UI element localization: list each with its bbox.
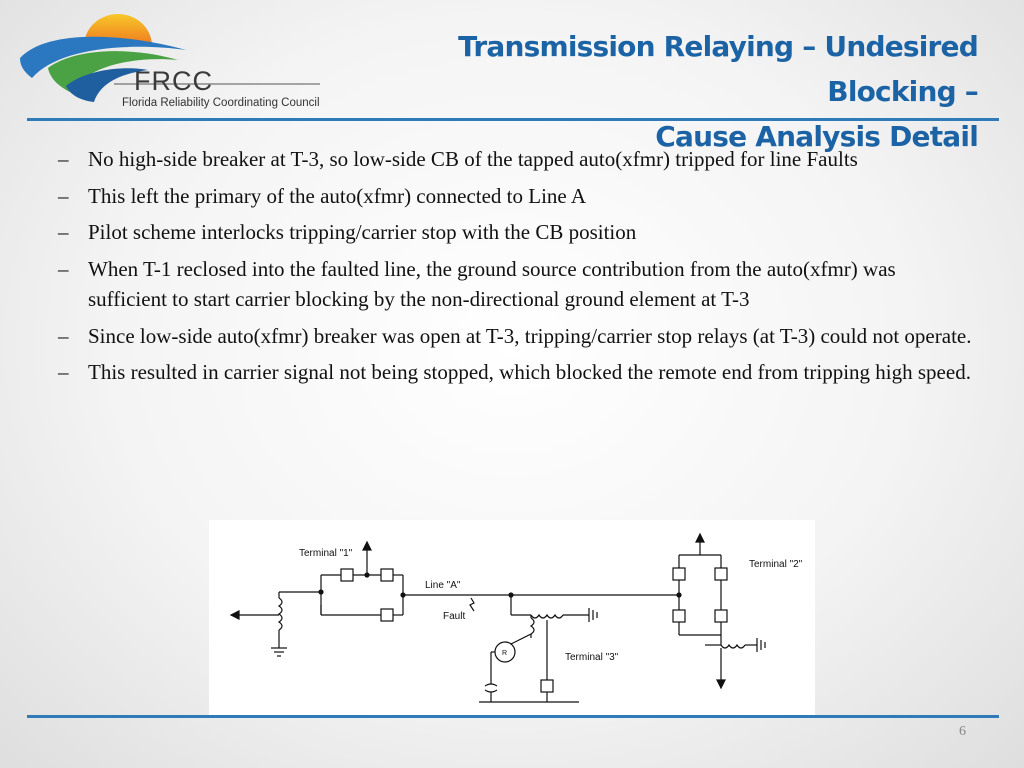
bullet-list: No high-side breaker at T-3, so low-side… <box>58 144 978 394</box>
fault-label: Fault <box>443 611 465 622</box>
bullet-item: This resulted in carrier signal not bein… <box>58 357 978 388</box>
footer-divider <box>27 715 999 718</box>
bullet-item: This left the primary of the auto(xfmr) … <box>58 181 978 212</box>
terminal-2-label: Terminal "2" <box>749 559 803 570</box>
bullet-item: Since low-side auto(xfmr) breaker was op… <box>58 321 978 352</box>
logo-name: FRCC <box>134 66 213 96</box>
terminal-3-label: Terminal "3" <box>565 652 619 663</box>
frcc-logo-icon <box>20 14 320 102</box>
title-line-1: Transmission Relaying – Undesired Blocki… <box>458 30 979 108</box>
diagram-labels: Terminal "1" Terminal "2" Terminal "3" L… <box>299 548 803 663</box>
line-a-label: Line "A" <box>425 580 461 591</box>
slide-number: 6 <box>959 724 966 739</box>
slide-title: Transmission Relaying – Undesired Blocki… <box>338 24 979 159</box>
terminal-1-label: Terminal "1" <box>299 548 353 559</box>
relay-label: R <box>502 650 507 657</box>
one-line-diagram: Terminal "1" Terminal "2" Terminal "3" L… <box>209 520 815 715</box>
bullet-item: Pilot scheme interlocks tripping/carrier… <box>58 217 978 248</box>
logo-subtitle: Florida Reliability Coordinating Council <box>122 97 320 109</box>
frcc-logo: FRCC Florida Reliability Coordinating Co… <box>18 8 328 109</box>
title-divider <box>27 118 999 121</box>
bullet-item: No high-side breaker at T-3, so low-side… <box>58 144 978 175</box>
bullet-item: When T-1 reclosed into the faulted line,… <box>58 254 978 315</box>
one-line-diagram-drawing <box>229 532 766 703</box>
